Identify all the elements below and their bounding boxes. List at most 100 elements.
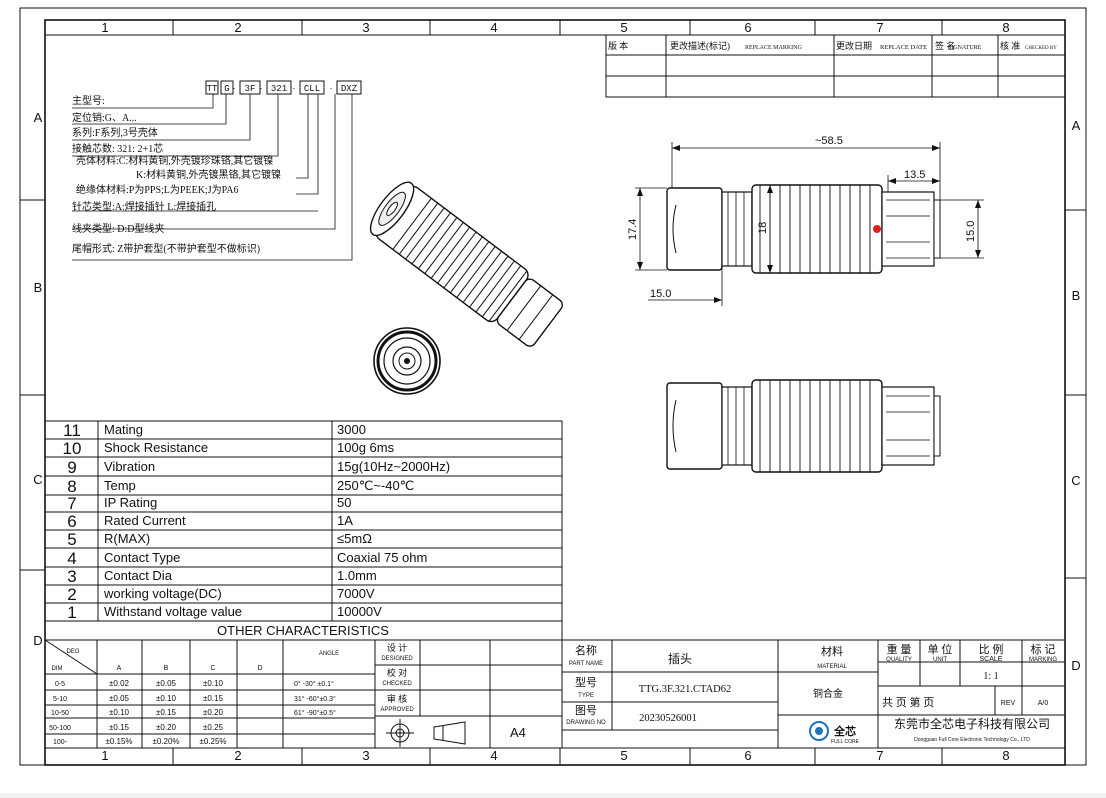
logo-text: 全芯 <box>833 724 856 738</box>
code-box-text: 3F <box>245 84 256 94</box>
zone-row-label: A <box>34 110 43 125</box>
signoff-en: APPROVED <box>380 707 414 713</box>
spec-row-value: 250℃~-40℃ <box>337 478 414 493</box>
label-scale-en: SCALE <box>980 656 1003 663</box>
revision-table <box>605 34 1066 98</box>
zone-col-label-bottom: 4 <box>490 748 497 763</box>
projection-symbol <box>386 719 466 747</box>
tol-col: A <box>117 665 122 672</box>
zone-col-label-bottom: 3 <box>362 748 369 763</box>
spec-row-value: 50 <box>337 495 351 510</box>
legend-line: 定位销:G、A... <box>72 111 137 124</box>
rev-header: CHECKED BY <box>1025 46 1057 51</box>
zone-col-label-bottom: 5 <box>620 748 627 763</box>
spec-row-number: 9 <box>67 458 76 477</box>
spec-footer: OTHER CHARACTERISTICS <box>217 623 389 638</box>
zone-col-label: 6 <box>744 20 751 35</box>
zone-row-label: B <box>34 280 43 295</box>
label-material: 材料 <box>821 644 843 658</box>
code-box-text: CLL <box>304 84 320 94</box>
tol-dim-range: 50-100 <box>49 725 71 732</box>
tol-a: ±0.02 <box>109 679 130 688</box>
spec-row-number: 7 <box>67 494 76 513</box>
code-separator: · <box>330 83 333 93</box>
code-box <box>266 80 292 95</box>
tol-angle: 61° -90°±0.5° <box>294 709 336 717</box>
dim-height-left: 17.4 <box>627 219 639 240</box>
tol-angle: 31° -60°±0.3° <box>294 695 336 703</box>
tol-col: D <box>257 665 262 672</box>
sheet-size: A4 <box>510 725 526 740</box>
zone-row-label-right: D <box>1071 658 1080 673</box>
connector-side-view <box>666 184 941 274</box>
legend-line: 尾帽形式: Z带护套型(不带护套型不做标识) <box>72 242 260 255</box>
spec-row-value: 15g(10Hz~2000Hz) <box>337 459 450 474</box>
tol-c: ±0.25% <box>199 737 226 746</box>
inner-frame <box>44 19 1066 766</box>
signoff-cn: 审 核 <box>387 693 407 704</box>
tol-a: ±0.15 <box>109 723 130 732</box>
legend-line: 绝缘体材料:P为PPS;L为PEEK;J为PA6 <box>76 183 238 196</box>
spec-row-name: Shock Resistance <box>104 440 208 455</box>
legend-line: K:材料黄铜,外壳镀黑铬,其它镀镍 <box>136 168 281 181</box>
code-separator: · <box>293 83 296 93</box>
spec-row-name: Temp <box>104 478 136 493</box>
dim-overall: ~58.5 <box>815 135 843 147</box>
spec-row-number: 10 <box>63 439 82 458</box>
tol-c: ±0.20 <box>203 708 224 717</box>
signoff-en: CHECKED <box>382 681 412 687</box>
tol-c: ±0.25 <box>203 723 224 732</box>
tol-b: ±0.20 <box>156 723 177 732</box>
spec-row-number: 2 <box>67 585 76 604</box>
spec-row-name: Vibration <box>104 459 155 474</box>
label-unit: 单 位 <box>928 642 953 656</box>
scale-value: 1: 1 <box>983 671 998 682</box>
zone-col-label: 4 <box>490 20 497 35</box>
red-dot-marker <box>873 225 881 233</box>
rev-header: 版 本 <box>608 40 628 51</box>
spec-row-value: 10000V <box>337 604 382 619</box>
tol-col: C <box>210 665 215 672</box>
label-unit-en: UNIT <box>933 657 947 663</box>
rev-value: A/0 <box>1038 700 1049 707</box>
zone-row-label: D <box>33 633 42 648</box>
legend-line: 线夹类型: D:D型线夹 <box>72 222 165 235</box>
code-box <box>299 80 325 95</box>
company-name: 东莞市全芯电子科技有限公司 <box>894 716 1050 731</box>
signoff-en: DESIGNED <box>381 656 413 662</box>
zone-col-label: 7 <box>876 20 883 35</box>
zone-col-label-bottom: 7 <box>876 748 883 763</box>
legend-line: 主型号: <box>72 94 105 107</box>
spec-row-value: 3000 <box>337 422 366 437</box>
code-box <box>336 80 362 95</box>
tol-c: ±0.10 <box>203 679 224 688</box>
connector-side-view-2 <box>666 379 941 473</box>
tolerance-table <box>44 639 376 749</box>
legend-line: 接触芯数: 321: 2+1芯 <box>72 142 163 155</box>
rev-header: SIGNATURE <box>948 45 982 51</box>
code-separator: · <box>260 83 263 93</box>
dim-body-dia: 18 <box>757 222 769 234</box>
spec-row-name: Contact Dia <box>104 568 173 583</box>
spec-row-value: ≤5mΩ <box>337 531 372 546</box>
connector-end-view <box>373 327 441 395</box>
spec-row-number: 6 <box>67 512 76 531</box>
logo-text-en: FULL CORE <box>831 739 860 745</box>
spec-row-value: 1.0mm <box>337 568 377 583</box>
code-leaders <box>72 94 353 261</box>
dimension-lines <box>635 142 984 306</box>
tol-angle-header: ANGLE <box>319 651 339 657</box>
code-box-text: G <box>224 84 229 94</box>
label-drawing-en: DRAWING NO <box>566 720 606 726</box>
spec-row-name: Rated Current <box>104 513 186 528</box>
spec-row-name: Withstand voltage value <box>104 604 242 619</box>
tol-b: ±0.20% <box>152 737 179 746</box>
zone-col-label-bottom: 1 <box>101 748 108 763</box>
spec-row-number: 3 <box>67 567 76 586</box>
legend-line: 系列:F系列,3号壳体 <box>72 126 158 139</box>
zone-col-label: 8 <box>1002 20 1009 35</box>
label-part-name-en: PART NAME <box>569 661 603 667</box>
spec-row-number: 4 <box>67 549 76 568</box>
